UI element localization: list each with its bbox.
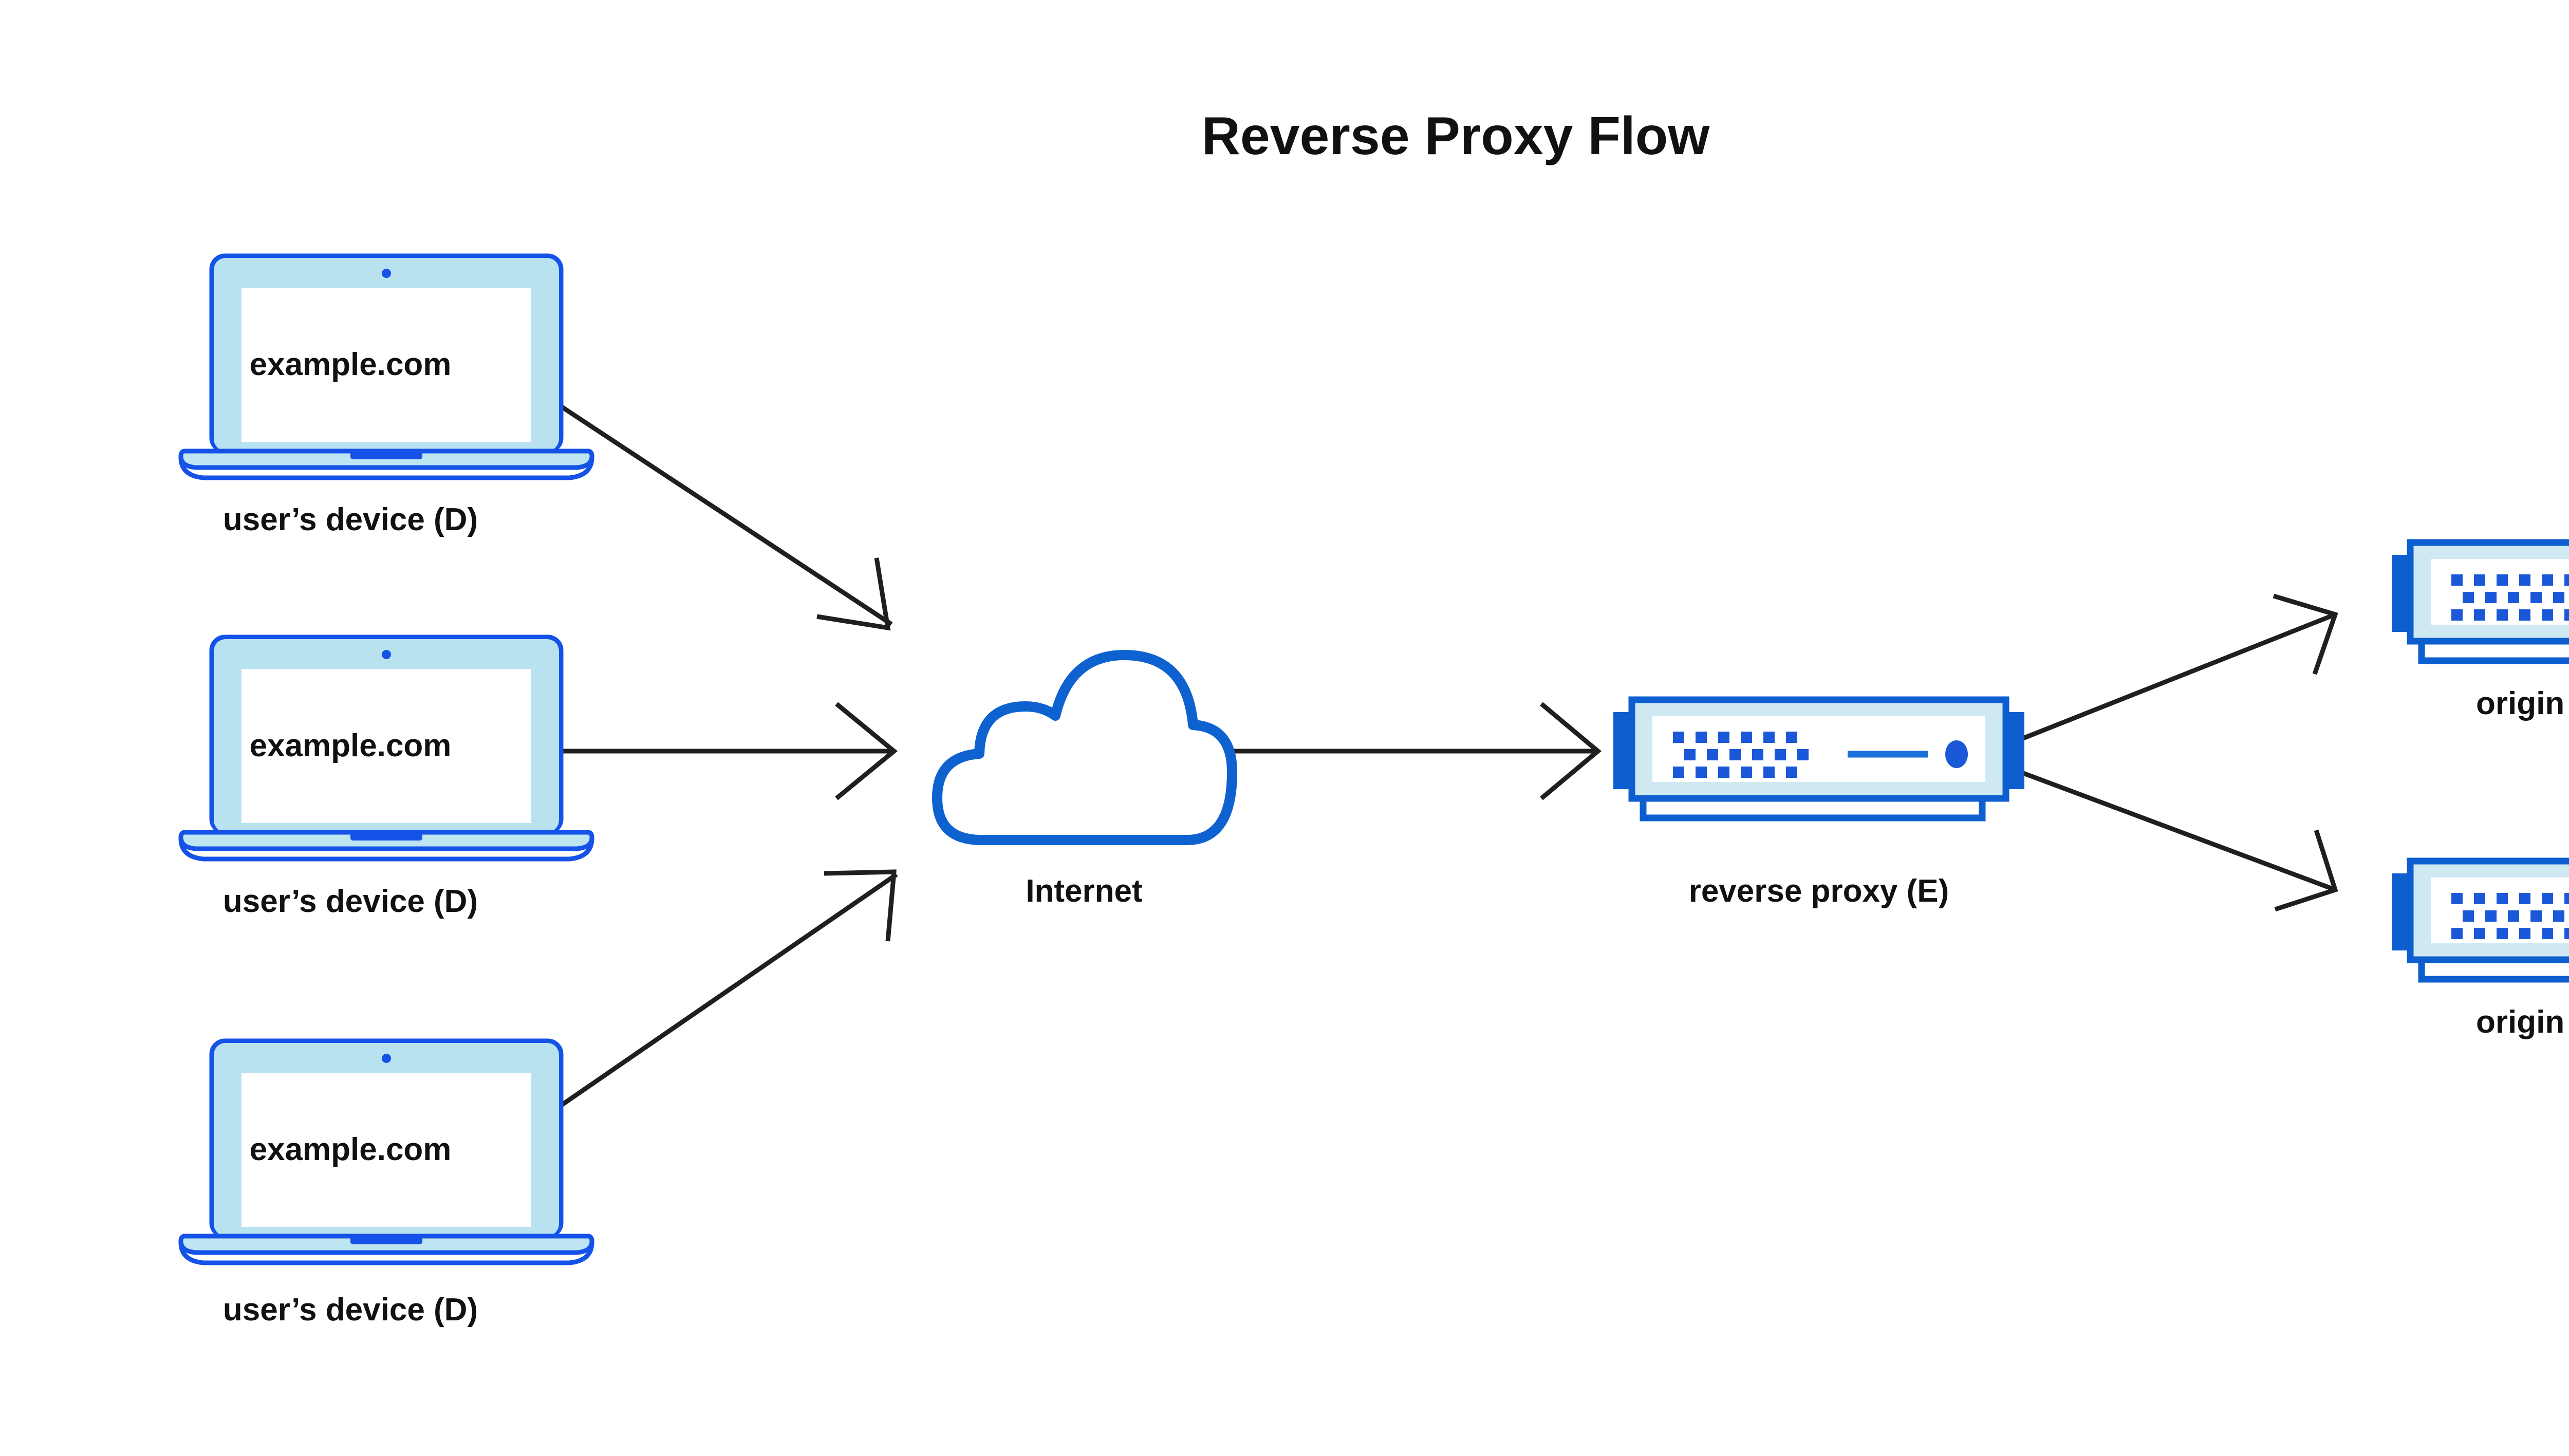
server-icon xyxy=(2392,543,2569,661)
device-node-2[interactable]: example.com user’s device (D) xyxy=(181,637,592,919)
device-label: user’s device (D) xyxy=(223,1292,478,1328)
device-screen-text: example.com xyxy=(250,728,452,763)
device-screen-text: example.com xyxy=(250,347,452,382)
device-label: user’s device (D) xyxy=(223,502,478,537)
device-label: user’s device (D) xyxy=(223,884,478,919)
origin-server-node-1[interactable]: origin server (F) xyxy=(2392,543,2569,721)
reverse-proxy-label: reverse proxy (E) xyxy=(1689,873,1949,909)
device-node-3[interactable]: example.com user’s device (D) xyxy=(181,1041,592,1328)
cloud-icon xyxy=(937,655,1232,840)
origin-server-node-2[interactable]: origin server (F) xyxy=(2392,861,2569,1040)
flow-arrows xyxy=(497,364,2338,1148)
arrow-proxy-to-origin1 xyxy=(2018,593,2338,742)
origin-server-label: origin server (F) xyxy=(2476,686,2569,721)
arrow-device1-to-internet xyxy=(498,364,893,631)
internet-node[interactable]: Internet xyxy=(937,655,1232,909)
device-node-1[interactable]: example.com user’s device (D) xyxy=(181,256,592,537)
device-screen-text: example.com xyxy=(250,1132,452,1167)
internet-label: Internet xyxy=(1026,873,1142,909)
arrow-device3-to-internet xyxy=(501,869,898,1148)
arrow-device2-to-internet xyxy=(497,702,898,800)
origin-server-label: origin server (F) xyxy=(2476,1004,2569,1040)
arrow-proxy-to-origin2 xyxy=(2018,769,2338,912)
reverse-proxy-node[interactable]: reverse proxy (E) xyxy=(1613,700,2024,909)
arrow-internet-to-proxy xyxy=(1228,702,1602,800)
server-icon xyxy=(2392,861,2569,979)
diagram-title: Reverse Proxy Flow xyxy=(1202,106,1710,166)
server-icon xyxy=(1613,700,2024,818)
